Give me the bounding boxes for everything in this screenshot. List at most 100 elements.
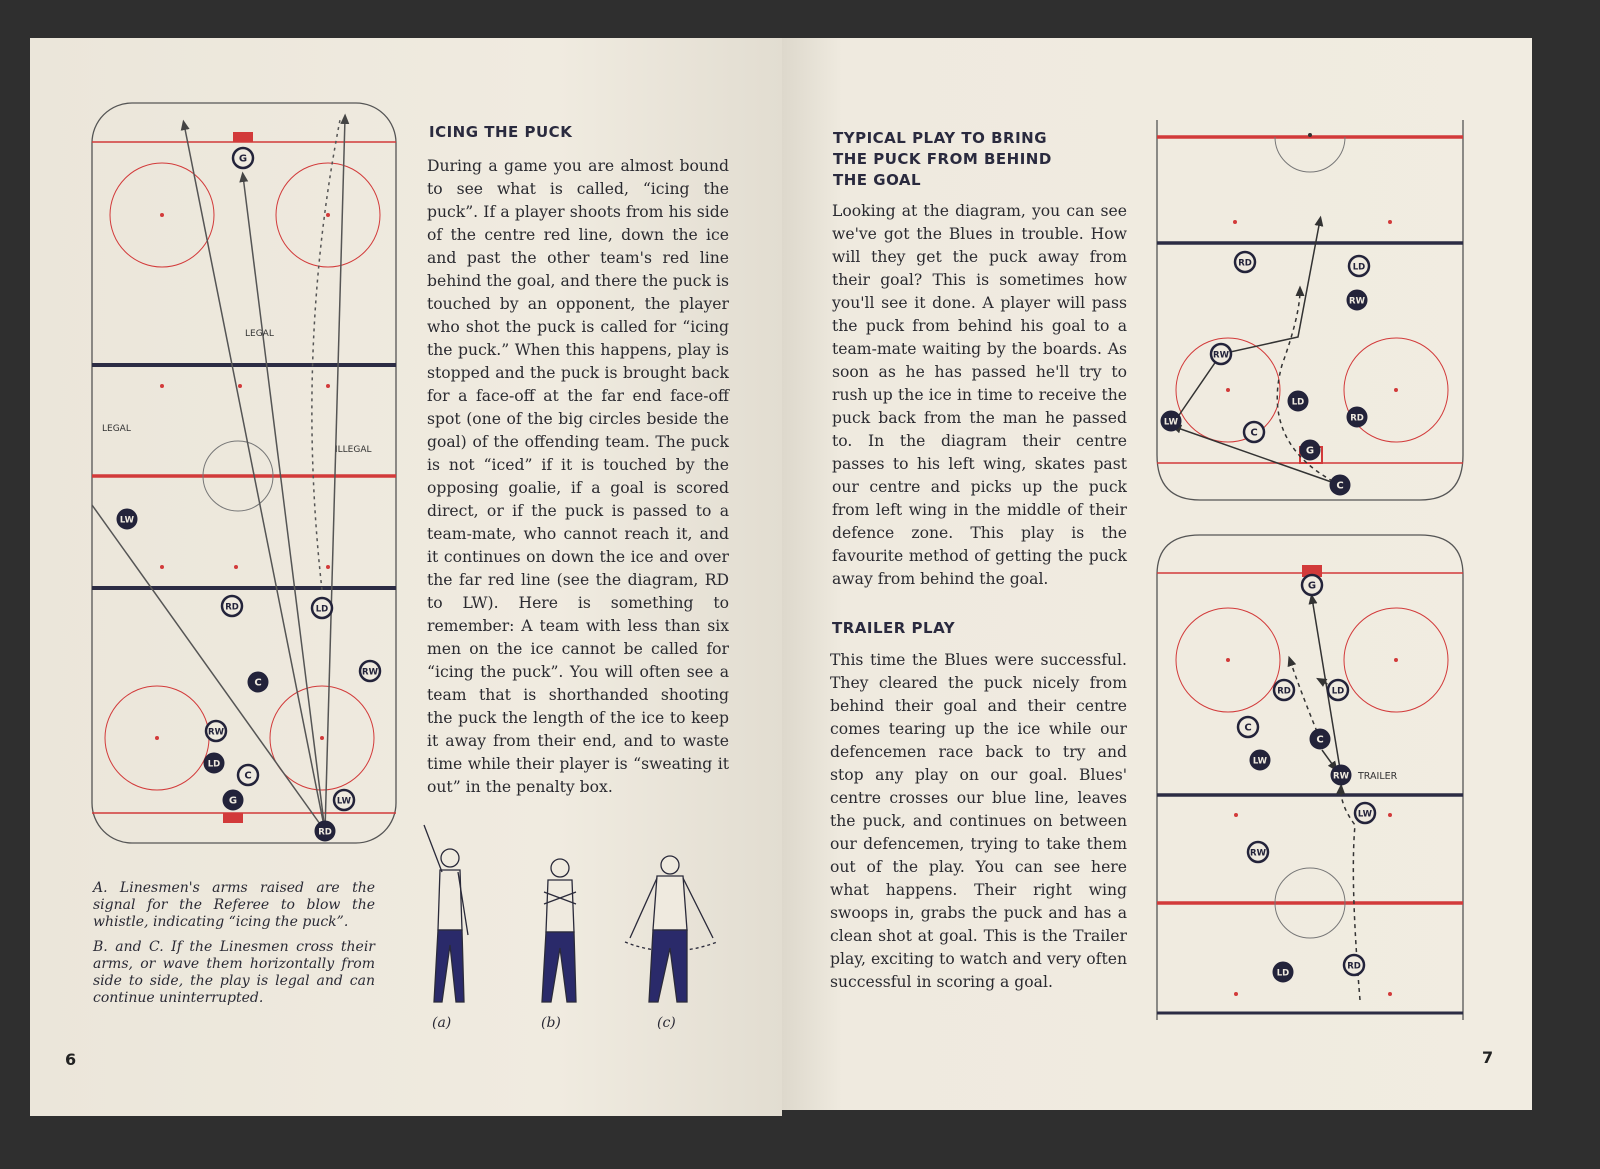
player-label: LD xyxy=(1277,969,1289,979)
rink-boards xyxy=(1156,120,1464,501)
trailer-play-heading: TRAILER PLAY xyxy=(832,619,956,637)
player-label: RW xyxy=(362,668,379,678)
player-label: LW xyxy=(337,797,352,807)
player-label: C xyxy=(1316,735,1323,746)
player-label: LW xyxy=(120,516,135,526)
player-marker-ld: LD xyxy=(310,596,334,620)
player-label: LD xyxy=(1292,398,1304,408)
player-label: G xyxy=(229,796,237,807)
typical-play-body: Looking at the diagram, you can see we'v… xyxy=(832,202,1127,588)
behind-goal-play-diagram: RD LD RW RW LW LD RD C G C xyxy=(1156,120,1464,501)
goal-net xyxy=(1302,565,1322,577)
player-marker-lw: LW xyxy=(1353,801,1377,825)
skate-path xyxy=(1276,285,1341,486)
player-marker-c: C xyxy=(1236,715,1260,739)
player-marker-c: C xyxy=(1309,728,1331,750)
player-marker-lw: LW xyxy=(116,508,138,530)
player-marker-rd: RD xyxy=(1272,678,1296,702)
faceoff-circles xyxy=(104,162,381,791)
player-label: RW xyxy=(1349,297,1366,307)
player-label: RD xyxy=(1277,687,1291,697)
player-label: RW xyxy=(208,728,225,738)
faceoff-circle xyxy=(1343,607,1449,713)
linesman-figure-c xyxy=(624,855,718,1003)
player-marker-lw: LW xyxy=(1249,749,1271,771)
legal-label: LEGAL xyxy=(245,329,274,339)
skate-path xyxy=(1336,783,1361,1001)
player-label: G xyxy=(1306,446,1314,457)
dashed-path xyxy=(311,119,341,591)
illegal-shot-path xyxy=(324,113,350,832)
player-marker-rd: RD xyxy=(1342,953,1366,977)
player-marker-ld: LD xyxy=(1287,390,1309,412)
icing-heading: ICING THE PUCK xyxy=(429,123,573,141)
player-label: RW xyxy=(1250,849,1267,859)
player-marker-ld: LD xyxy=(1272,961,1294,983)
figure-label-a: (a) xyxy=(432,1015,452,1031)
caption-a: A. Linesmen's arms raised are the signal… xyxy=(93,880,375,930)
legal-shot-path xyxy=(239,171,326,832)
heading-line: THE GOAL xyxy=(833,171,922,189)
player-marker-rd: RD xyxy=(220,594,244,618)
player-marker-ld: LD xyxy=(1326,678,1350,702)
player-marker-rw: RW xyxy=(1209,342,1233,366)
faceoff-circle xyxy=(1175,337,1281,443)
player-label: C xyxy=(1336,481,1343,492)
faceoff-circle xyxy=(1343,337,1449,443)
player-label: RD xyxy=(1238,259,1252,269)
player-label: RW xyxy=(1333,772,1350,782)
player-marker-c: C xyxy=(1329,474,1351,496)
player-markers: G RD LD C C LW RW LW RW LD RD xyxy=(1236,573,1377,983)
skate-path xyxy=(1287,655,1321,740)
player-marker-rw: RW xyxy=(1346,289,1368,311)
player-label: G xyxy=(239,154,247,165)
player-label: RD xyxy=(1350,414,1364,424)
player-marker-ld: LD xyxy=(1347,254,1371,278)
centre-circle xyxy=(1274,136,1346,173)
player-marker-rw: RW xyxy=(358,659,382,683)
player-marker-rw: RW xyxy=(204,719,228,743)
linesmen-signals-illustration xyxy=(423,824,718,1003)
player-marker-c: C xyxy=(1242,420,1266,444)
heading-line: THE PUCK FROM BEHIND xyxy=(833,150,1052,168)
player-marker-lw: LW xyxy=(1160,410,1182,432)
pass-path xyxy=(1170,424,1341,486)
trailer-play-body: This time the Blues were successful. The… xyxy=(830,651,1127,991)
player-marker-g: G xyxy=(231,146,255,170)
player-markers: RD LD RW RW LW LD RD C G C xyxy=(1160,250,1371,496)
player-marker-c: C xyxy=(236,763,260,787)
centre-circle xyxy=(202,440,274,512)
player-label: LD xyxy=(1332,687,1344,697)
figure-label-b: (b) xyxy=(541,1015,561,1031)
player-marker-rd: RD xyxy=(314,820,336,842)
player-marker-g: G xyxy=(1300,573,1324,597)
player-label: C xyxy=(254,678,261,689)
player-label: RW xyxy=(1213,351,1230,361)
player-marker-g: G xyxy=(1299,439,1321,461)
linesman-figure-b xyxy=(541,858,577,1003)
player-label: LD xyxy=(208,760,220,770)
player-label: G xyxy=(1308,581,1316,592)
heading-line: TYPICAL PLAY TO BRING xyxy=(833,129,1048,147)
linesmen-captions: A. Linesmen's arms raised are the signal… xyxy=(93,880,375,1015)
illegal-label: ILLEGAL xyxy=(335,445,372,455)
player-marker-rw: RW xyxy=(1330,764,1352,786)
rink-boards xyxy=(91,102,397,844)
player-label: LD xyxy=(1353,263,1365,273)
player-label: C xyxy=(1250,428,1257,439)
legal-shot-path xyxy=(180,119,326,832)
legal-label: LEGAL xyxy=(102,424,131,434)
player-label: LW xyxy=(1358,810,1373,820)
page-number-right: 7 xyxy=(1482,1048,1494,1067)
player-marker-rw: RW xyxy=(1246,840,1270,864)
player-marker-ld: LD xyxy=(203,752,225,774)
typical-play-heading: TYPICAL PLAY TO BRING THE PUCK FROM BEHI… xyxy=(833,128,1052,191)
player-marker-rd: RD xyxy=(1233,250,1257,274)
pass-path xyxy=(1174,215,1324,422)
figure-label-c: (c) xyxy=(657,1015,676,1031)
centre-circle xyxy=(1274,867,1346,939)
player-marker-rd: RD xyxy=(1346,406,1368,428)
